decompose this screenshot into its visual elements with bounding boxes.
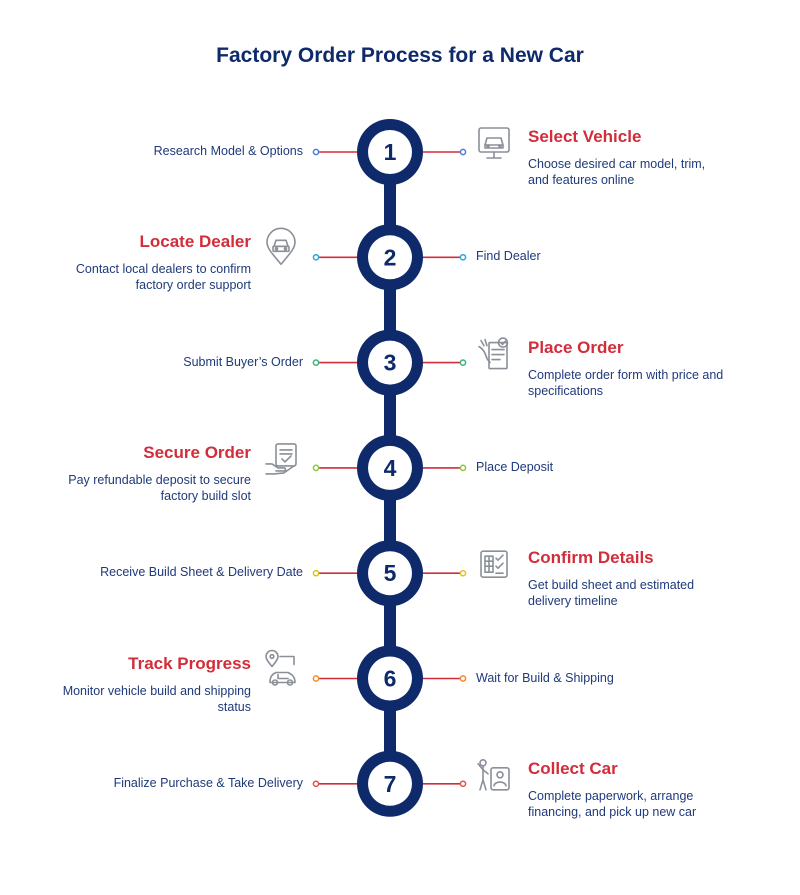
right-connector-dot [459, 780, 467, 788]
left-connector-dot [312, 464, 320, 472]
right-connector-dot [459, 148, 467, 156]
left-connector-dot [312, 569, 320, 577]
step-description-line: factory order support [135, 278, 251, 293]
step-side-label: Wait for Build & Shipping [476, 670, 614, 685]
step-circle-inner [368, 340, 412, 385]
step-number: 2 [384, 244, 397, 270]
step-heading: Locate Dealer [139, 232, 252, 252]
connector-bar [384, 393, 396, 437]
step-number: 7 [384, 771, 397, 797]
connector-bar [384, 183, 396, 227]
car-location-pin-icon [266, 227, 296, 266]
left-connector-dot [312, 148, 320, 156]
step-description-line: Complete paperwork, arrange [528, 788, 694, 803]
right-connector-dot [459, 675, 467, 682]
right-connector-dot [459, 569, 467, 577]
right-connector-dot [459, 253, 467, 261]
step-description: Choose desired car model, trim, and featu… [528, 156, 705, 188]
step-heading: Collect Car [528, 758, 618, 778]
car-monitor-icon [478, 127, 510, 159]
step-description-line: Complete order form with price and [528, 367, 724, 382]
connector-bar [384, 288, 396, 332]
step-circle-inner [368, 761, 412, 806]
step-heading: Place Order [528, 337, 624, 357]
right-connector-dot [459, 464, 467, 472]
step-side-label: Finalize Purchase & Take Delivery [113, 775, 303, 790]
step-description-line: and features online [528, 173, 635, 187]
step-description-line: financing, and pick up new car [528, 804, 697, 819]
left-connector-dot [312, 253, 320, 261]
step-side-label: Submit Buyer’s Order [183, 354, 303, 369]
step-number: 4 [384, 455, 397, 481]
left-connector-dot [312, 675, 320, 682]
step-description-line: Pay refundable deposit to secure [68, 472, 251, 487]
step-heading: Confirm Details [528, 548, 654, 568]
step-number: 5 [384, 560, 397, 586]
step-description-line: status [217, 699, 251, 714]
step-side-label: Place Deposit [476, 459, 554, 474]
step-description-line: factory build slot [160, 488, 251, 503]
step-description-line: Get build sheet and estimated [528, 578, 695, 593]
person-collect-car-icon [477, 758, 510, 791]
diagram-title: Factory Order Process for a New Car [216, 44, 584, 67]
step-side-label: Find Dealer [476, 249, 541, 264]
step-description-line: Monitor vehicle build and shipping [62, 683, 251, 698]
step-side-label: Research Model & Options [153, 144, 303, 158]
step-description-line: Contact local dealers to confirm [75, 262, 251, 277]
step-description-line: Choose desired car model, trim, [528, 157, 706, 171]
right-connector-dot [459, 359, 467, 366]
connector-bar [384, 604, 396, 648]
step-circle-inner [368, 656, 412, 701]
step-circle-inner [368, 551, 412, 596]
step-number: 6 [384, 666, 397, 692]
car-tracking-route-icon [265, 649, 296, 686]
step-number: 3 [384, 350, 397, 376]
deposit-receipt-hand-icon [265, 443, 297, 475]
left-connector-dot [312, 780, 320, 788]
order-form-hand-icon [478, 337, 509, 370]
build-sheet-checklist-icon [480, 550, 508, 579]
step-description-line: specifications [528, 383, 604, 398]
step-circle-inner [368, 130, 412, 174]
connector-bar [384, 709, 396, 753]
step-number: 1 [384, 139, 397, 165]
step-circle-inner [368, 235, 412, 280]
step-heading: Secure Order [143, 442, 251, 462]
step-heading: Track Progress [128, 653, 251, 673]
connector-bar [384, 498, 396, 543]
step-circle-inner [368, 445, 412, 490]
step-side-label: Receive Build Sheet & Delivery Date [100, 565, 303, 580]
step-heading: Select Vehicle [528, 127, 642, 146]
left-connector-dot [312, 359, 320, 366]
step-description-line: delivery timeline [528, 594, 618, 609]
